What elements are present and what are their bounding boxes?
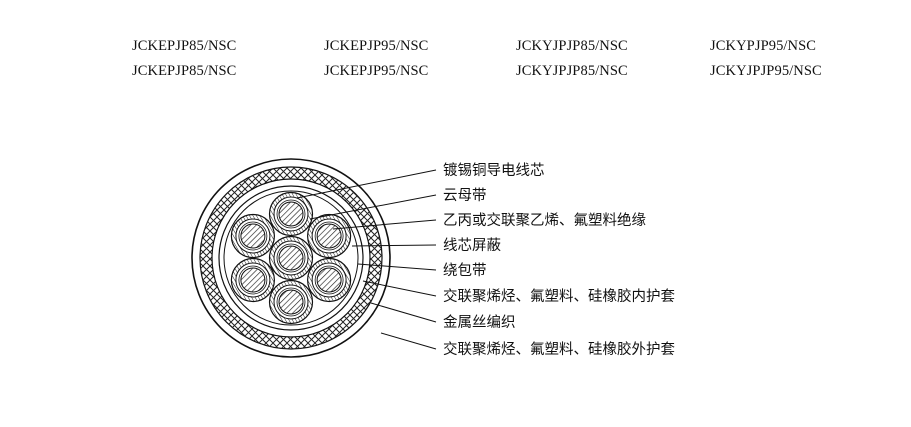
model-code: JCKYJPJP85/NSC [516, 63, 628, 79]
model-code: JCKYJPJP95/NSC [710, 63, 822, 79]
core [230, 213, 275, 259]
leader-line [357, 263, 437, 271]
leader-line [370, 302, 437, 323]
label-wrapping-tape: 绕包带 [443, 262, 487, 279]
core-conductor [316, 267, 342, 293]
model-code: JCKYJPJP85/NSC [516, 38, 628, 54]
leader-line [351, 244, 437, 247]
model-code: JCKYPJP95/NSC [710, 38, 817, 54]
layer-labels: 镀锡铜导电线芯 云母带 乙丙或交联聚乙烯、氟塑料绝缘 线芯屏蔽 绕包带 交联聚烯… [443, 162, 675, 358]
core-conductor [278, 289, 304, 315]
model-list: JCKEPJP85/NSC JCKEPJP95/NSC JCKYJPJP85/N… [0, 0, 911, 100]
model-code: JCKEPJP95/NSC [324, 63, 429, 79]
core-group [230, 191, 352, 325]
label-inner-sheath: 交联聚烯烃、氟塑料、硅橡胶内护套 [443, 287, 675, 305]
core-conductor [278, 201, 304, 227]
label-conductor: 镀锡铜导电线芯 [443, 162, 545, 179]
label-metal-braid: 金属丝编织 [443, 314, 516, 331]
model-code: JCKEPJP85/NSC [132, 38, 237, 54]
label-insulation: 乙丙或交联聚乙烯、氟塑料绝缘 [443, 211, 646, 229]
leader-line [296, 169, 437, 199]
core [268, 279, 314, 325]
label-outer-sheath: 交联聚烯烃、氟塑料、硅橡胶外护套 [443, 340, 675, 358]
leader-lines [296, 169, 437, 350]
core-conductor [240, 223, 266, 249]
model-code: JCKEPJP95/NSC [324, 38, 429, 54]
core-conductor [316, 223, 342, 249]
core [268, 191, 314, 237]
core-conductor [278, 245, 304, 271]
leader-line [332, 219, 437, 230]
label-core-screen: 线芯屏蔽 [443, 237, 501, 254]
leader-line [309, 194, 437, 220]
leader-line [362, 280, 437, 297]
core-conductor [240, 267, 266, 293]
core [268, 235, 314, 281]
core [230, 257, 275, 303]
label-mica-tape: 云母带 [443, 187, 487, 204]
core [307, 257, 352, 303]
core [307, 213, 352, 259]
model-code: JCKEPJP85/NSC [132, 63, 237, 79]
leader-line [380, 332, 437, 350]
